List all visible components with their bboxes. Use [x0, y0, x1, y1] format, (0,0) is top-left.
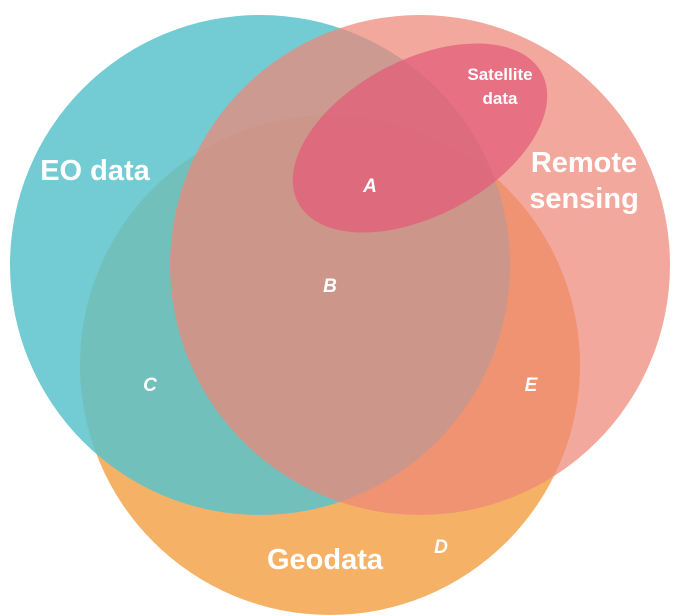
- geodata-label: Geodata: [267, 544, 384, 576]
- remote-sensing-label-line1: Remote: [531, 147, 637, 179]
- region-b-label: B: [323, 276, 337, 297]
- satellite-data-label-line1: Satellite: [467, 65, 532, 84]
- region-d-label: D: [434, 537, 448, 558]
- satellite-data-label-line2: data: [483, 89, 519, 108]
- satellite-data-ellipse: [292, 43, 548, 233]
- remote-sensing-label-line2: sensing: [529, 183, 639, 215]
- region-a-label: A: [362, 176, 377, 197]
- remote-sensing-circle: [170, 15, 670, 515]
- region-c-label: C: [143, 375, 157, 396]
- eo-data-label: EO data: [40, 155, 150, 187]
- region-e-label: E: [525, 375, 539, 396]
